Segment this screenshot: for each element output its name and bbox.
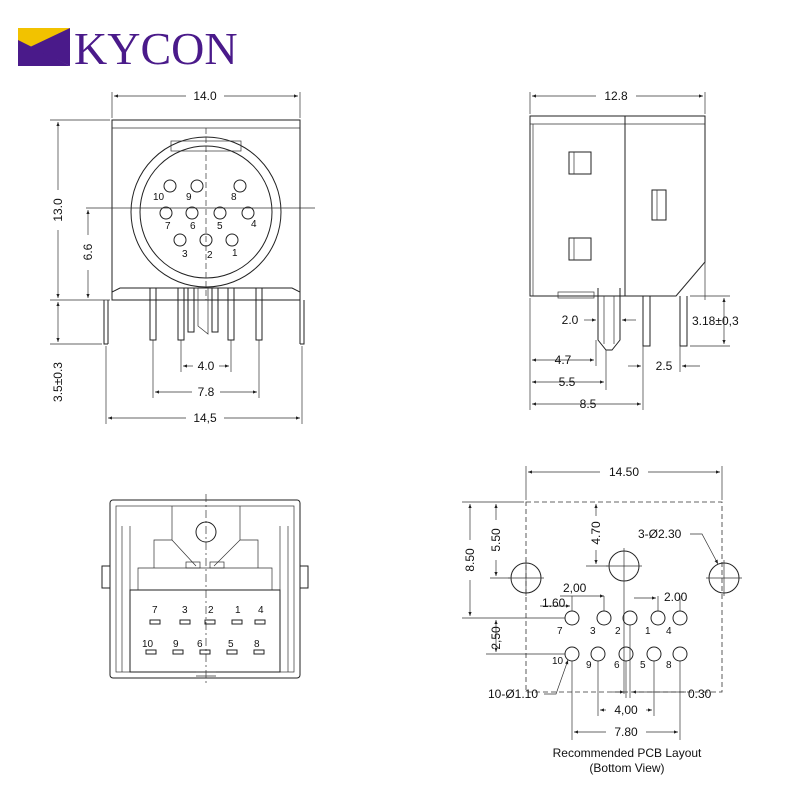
bottom-tab-left (101, 565, 111, 589)
bottom-pin-label: 1 (235, 605, 241, 616)
side-lead (679, 296, 688, 347)
side-latch-window (651, 189, 667, 221)
front-pin-label: 2 (207, 250, 213, 261)
front-pin-label: 4 (251, 219, 257, 230)
dim-front-height: 13.0 (51, 198, 65, 222)
bottom-pin-label: 9 (173, 639, 179, 650)
pin-hole (190, 179, 204, 193)
front-pin-label: 5 (217, 221, 223, 232)
pin-hole (199, 233, 213, 247)
dim-pcb-7-80: 7.80 (614, 725, 638, 739)
dim-pcb-2-00-left: 2,00 (563, 581, 587, 595)
bottom-pin-label: 8 (254, 639, 260, 650)
dim-pcb-5-50: 5.50 (489, 528, 503, 552)
pcb-pin-label: 10 (552, 656, 564, 667)
pcb-layout: 7 3 2 1 4 10 9 6 5 8 14.50 8.50 5.50 4.7… (462, 465, 742, 775)
dim-side-standoff: 3.18±0,3 (692, 314, 739, 328)
bottom-housing (109, 499, 301, 679)
dim-pcb-4-70: 4.70 (589, 521, 603, 545)
bottom-pin-label: 6 (197, 639, 203, 650)
dim-pcb-1-60: 1.60 (542, 596, 566, 610)
pin-hole (163, 179, 177, 193)
pcb-pin-label: 2 (615, 626, 621, 637)
front-pin-label: 7 (165, 221, 171, 232)
kycon-logo: KYCON (18, 23, 238, 74)
pcb-pin-label: 3 (590, 626, 596, 637)
pin-hole (173, 233, 187, 247)
bottom-view: 7 3 2 1 4 10 9 6 5 8 (101, 494, 309, 684)
dim-pcb-2-50: 2,50 (489, 626, 503, 650)
pcb-pin-label: 1 (645, 626, 651, 637)
dim-pcb-mount-holes: 3-Ø2.30 (638, 527, 682, 541)
pcb-pin-label: 4 (666, 626, 672, 637)
front-pin-label: 3 (182, 249, 188, 260)
logo-text: KYCON (74, 23, 238, 74)
bottom-pin-pads (145, 619, 266, 655)
dim-pcb-height: 8.50 (463, 548, 477, 572)
bottom-pin-label: 3 (182, 605, 188, 616)
pcb-pin-label: 7 (557, 626, 563, 637)
dim-side-pin-width: 2.0 (562, 313, 579, 327)
front-lead-left (103, 300, 109, 345)
pin-hole (241, 206, 255, 220)
dim-side-d2: 5.5 (559, 375, 576, 389)
dim-front-pitch-outer: 7.8 (198, 385, 215, 399)
front-pin-label: 1 (232, 248, 238, 259)
front-pin-label: 10 (153, 192, 165, 203)
side-view: 12.8 2.0 4.7 5.5 8.5 2.5 3.18±0,3 (529, 89, 739, 411)
bottom-pin-label: 7 (152, 605, 158, 616)
logo-triangle-purple-2 (30, 28, 70, 66)
pcb-caption-subtitle: (Bottom View) (589, 761, 664, 775)
front-base (111, 287, 301, 300)
bottom-pin-label: 5 (228, 639, 234, 650)
pin-hole (213, 206, 227, 220)
bottom-pin-label: 10 (142, 639, 154, 650)
pcb-pin-label: 6 (614, 660, 620, 671)
dim-front-pin-length: 3.5±0.3 (51, 362, 65, 402)
bottom-tab-right (299, 565, 309, 589)
front-view: 10 9 8 7 6 5 4 3 2 1 14.0 (50, 89, 315, 425)
side-latch-window (568, 237, 592, 261)
dim-front-bottom-width: 14,5 (193, 411, 217, 425)
pin-hole (159, 206, 173, 220)
side-lead (642, 296, 651, 347)
dim-front-width: 14.0 (193, 89, 217, 103)
pin-hole (233, 179, 247, 193)
pcb-caption-title: Recommended PCB Layout (553, 746, 702, 760)
dim-pcb-2-00-right: 2.00 (664, 590, 688, 604)
dim-pcb-pin-holes: 10-Ø1.10 (488, 687, 538, 701)
bottom-pin-label: 4 (258, 605, 264, 616)
dim-pcb-4-00: 4,00 (614, 703, 638, 717)
dim-pcb-0-30: 0.30 (688, 687, 712, 701)
bottom-pin-label: 2 (208, 605, 214, 616)
pcb-pin-label: 9 (586, 660, 592, 671)
dim-pcb-width: 14.50 (609, 465, 639, 479)
dim-front-center: 6.6 (81, 243, 95, 260)
front-pin-label: 8 (231, 192, 237, 203)
dim-side-d3: 8.5 (580, 397, 597, 411)
side-lead (597, 288, 621, 351)
pin-hole (225, 233, 239, 247)
bottom-contact-block (129, 589, 281, 673)
dim-front-pitch-inner: 4.0 (198, 359, 215, 373)
front-pin-label: 9 (186, 192, 192, 203)
pcb-pin-label: 8 (666, 660, 672, 671)
pin-hole (185, 206, 199, 220)
front-pin-holes (159, 179, 255, 247)
side-housing (529, 115, 706, 297)
front-lead-right (299, 300, 305, 345)
dim-side-d4: 2.5 (656, 359, 673, 373)
dim-side-width: 12.8 (604, 89, 628, 103)
pcb-pin-label: 5 (640, 660, 646, 671)
front-pin-label: 6 (190, 221, 196, 232)
dim-side-d1: 4.7 (555, 353, 572, 367)
side-latch-window (568, 151, 592, 175)
